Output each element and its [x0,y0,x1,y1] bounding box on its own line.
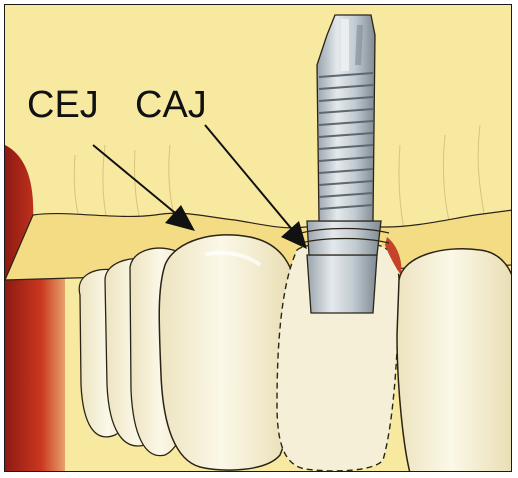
implant-screw [317,15,375,221]
cej-label: CEJ [27,84,99,126]
right-tooth [397,249,512,472]
premolar-tooth [159,235,297,470]
dental-implant-diagram: CEJ CAJ [5,5,512,472]
illustration-frame: CEJ CAJ [4,4,512,472]
caj-label: CAJ [135,84,207,126]
